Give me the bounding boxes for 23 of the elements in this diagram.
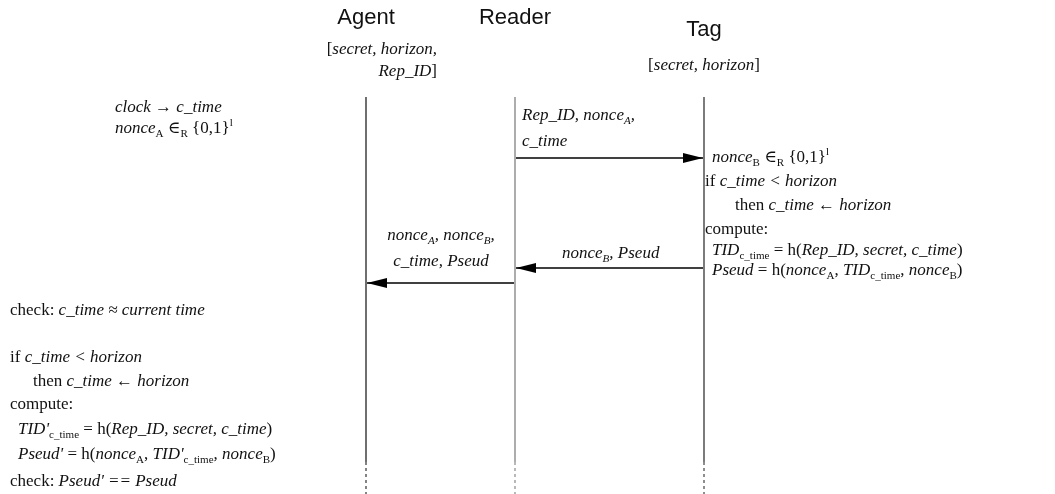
initial-knowledge-text: [secret, horizon] <box>648 54 760 76</box>
initial-knowledge-text: [secret, horizon, Rep_ID] <box>325 38 437 82</box>
protocol-step-text: Pseud = h(nonce$_{A}$, TID$_{c_time}$, nonce$_{B}$) <box>712 260 963 280</box>
message-arrow <box>515 153 704 163</box>
protocol-step-text: then c_time ← horizon <box>735 195 892 215</box>
protocol-step-text: check: Pseud' == Pseud <box>10 471 177 491</box>
protocol-step-text: TID$_{c_time}$ = h(Rep_ID, secret, c_time) <box>712 240 963 260</box>
participant-name: Tag <box>686 16 722 42</box>
protocol-step-text: compute: <box>705 219 769 239</box>
participant-name: Agent <box>337 4 395 30</box>
protocol-step-text: check: c_time ≈ current time <box>10 300 205 320</box>
protocol-step-text: nonce$_{A}$ ∈$_{R}$ {0,1}$^{l}$ <box>115 118 233 138</box>
participant-name: Reader <box>478 4 552 30</box>
protocol-step-text: compute: <box>10 394 74 414</box>
protocol-step-text: clock → c_time <box>115 97 222 117</box>
protocol-step-text: if c_time < horizon <box>10 347 142 367</box>
protocol-step-text: if c_time < horizon <box>705 171 837 191</box>
message-arrow <box>515 263 704 273</box>
message-arrow <box>366 278 515 288</box>
protocol-step-text: TID'$_{c_time}$ = h(Rep_ID, secret, c_time) <box>18 419 273 439</box>
protocol-step-text: then c_time ← horizon <box>33 371 190 391</box>
protocol-step-text: nonce$_{B}$ ∈$_{R}$ {0,1}$^{l}$ <box>712 147 830 167</box>
protocol-step-text: Pseud' = h(nonce$_{A}$, TID'$_{c_time}$, nonce$_{B}$) <box>18 444 276 464</box>
